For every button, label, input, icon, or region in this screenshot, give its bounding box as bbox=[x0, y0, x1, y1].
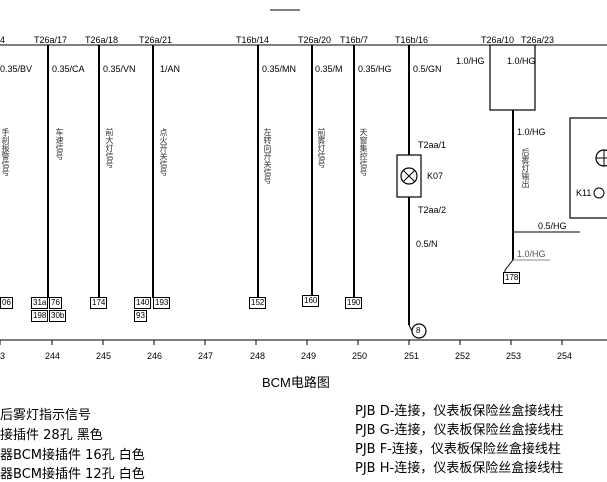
note-right: PJB F-连接，仪表板保险丝盒接线柱 bbox=[355, 442, 561, 457]
note-right: PJB H-连接，仪表板保险丝盒接线柱 bbox=[355, 461, 564, 476]
column-number: 3 bbox=[0, 351, 6, 361]
note-left: 器BCM接插件 16孔 白色 bbox=[0, 448, 145, 463]
wire-253-bend bbox=[504, 259, 514, 271]
note-left: 器BCM接插件 12孔 白色 bbox=[0, 467, 145, 482]
column-number: 247 bbox=[198, 351, 214, 361]
signal-label: 前大灯信号 bbox=[105, 128, 114, 168]
wire-label: 1.0/HG bbox=[517, 127, 546, 137]
signal-label: 前雾灯信号 bbox=[317, 128, 326, 168]
pin-box: 160 bbox=[302, 295, 320, 307]
diagram-title: BCM电路图 bbox=[262, 375, 330, 390]
note-left: 接插件 28孔 黑色 bbox=[0, 428, 103, 443]
ground-label: 8 bbox=[416, 326, 421, 335]
signal-label: 后雾灯输出 bbox=[521, 148, 530, 188]
column-ticks bbox=[0, 340, 563, 345]
connector-label: T26a/20 bbox=[298, 35, 332, 45]
connector-label: T16b/14 bbox=[236, 35, 270, 45]
wire-label: 0.5/N bbox=[416, 239, 438, 249]
wire-label: 1/AN bbox=[160, 64, 181, 74]
column-number: 253 bbox=[506, 351, 522, 361]
note-left: 后雾灯指示信号 bbox=[0, 408, 92, 423]
connector-label: T26a/23 bbox=[521, 35, 555, 45]
wire-label: 0.35/MN bbox=[262, 64, 297, 74]
wire-label: 0.5/GN bbox=[413, 64, 442, 74]
wire-label: 1.0/HG bbox=[507, 56, 536, 66]
wire-label: 1.0/HG bbox=[456, 56, 485, 66]
pin-box: 193 bbox=[153, 297, 171, 309]
pin-box: 76 bbox=[49, 297, 62, 309]
component-label: K07 bbox=[427, 171, 444, 181]
relay-box bbox=[489, 44, 536, 111]
component-label: T2aa/1 bbox=[418, 140, 447, 150]
column-number: 244 bbox=[45, 351, 61, 361]
pin-box: 174 bbox=[90, 297, 108, 309]
pin-box: 31a bbox=[31, 297, 49, 309]
connector-label: T26a/21 bbox=[139, 35, 173, 45]
k11-switch-icon bbox=[593, 187, 605, 199]
connector-label: T26a/10 bbox=[481, 35, 515, 45]
connector-label: T26a/17 bbox=[34, 35, 68, 45]
column-number: 249 bbox=[301, 351, 317, 361]
pin-box: 06 bbox=[0, 297, 13, 309]
column-number: 252 bbox=[455, 351, 471, 361]
wire-label: 0.35/HG bbox=[358, 64, 392, 74]
connector-label: T16b/16 bbox=[395, 35, 429, 45]
signal-label: 车速信号 bbox=[55, 128, 64, 160]
k11-box bbox=[569, 117, 607, 219]
k07-box bbox=[396, 154, 422, 198]
wire-label: 0.35/VN bbox=[103, 64, 136, 74]
connector-label: 4 bbox=[0, 35, 6, 45]
pin-box: 93 bbox=[134, 310, 147, 322]
column-number: 251 bbox=[404, 351, 420, 361]
component-label: K11 bbox=[576, 188, 592, 198]
column-number: 248 bbox=[250, 351, 266, 361]
connector-label: T26a/18 bbox=[85, 35, 119, 45]
wire-label: 0.35/CA bbox=[52, 64, 85, 74]
signal-label: 点火开关信号 bbox=[159, 128, 168, 176]
signal-label: 左转向开关信号 bbox=[263, 128, 272, 184]
wire-label: 0.35/BV bbox=[0, 64, 33, 74]
wire-label: 1.0/HG bbox=[517, 249, 546, 259]
wire-label: 0.35/M bbox=[315, 64, 343, 74]
column-number: 245 bbox=[96, 351, 112, 361]
note-right: PJB D-连接，仪表板保险丝盒接线柱 bbox=[355, 404, 564, 419]
column-number: 246 bbox=[147, 351, 163, 361]
wire-label: 0.5/HG bbox=[538, 221, 567, 231]
note-right: PJB G-连接，仪表板保险丝盒接线柱 bbox=[355, 423, 564, 438]
pin-box: 152 bbox=[249, 297, 267, 309]
pin-box: 30b bbox=[49, 310, 67, 322]
column-number: 250 bbox=[352, 351, 368, 361]
pin-box: 178 bbox=[503, 272, 521, 284]
signal-label: 天窗集控信号 bbox=[359, 128, 368, 176]
pin-box: 190 bbox=[345, 297, 363, 309]
component-label: T2aa/2 bbox=[418, 205, 447, 215]
signal-label: 手刹报警信号 bbox=[1, 128, 10, 176]
column-number: 254 bbox=[557, 351, 573, 361]
pin-box: 198 bbox=[31, 310, 49, 322]
connector-label: T16b/7 bbox=[340, 35, 369, 45]
pin-box: 140 bbox=[134, 297, 152, 309]
